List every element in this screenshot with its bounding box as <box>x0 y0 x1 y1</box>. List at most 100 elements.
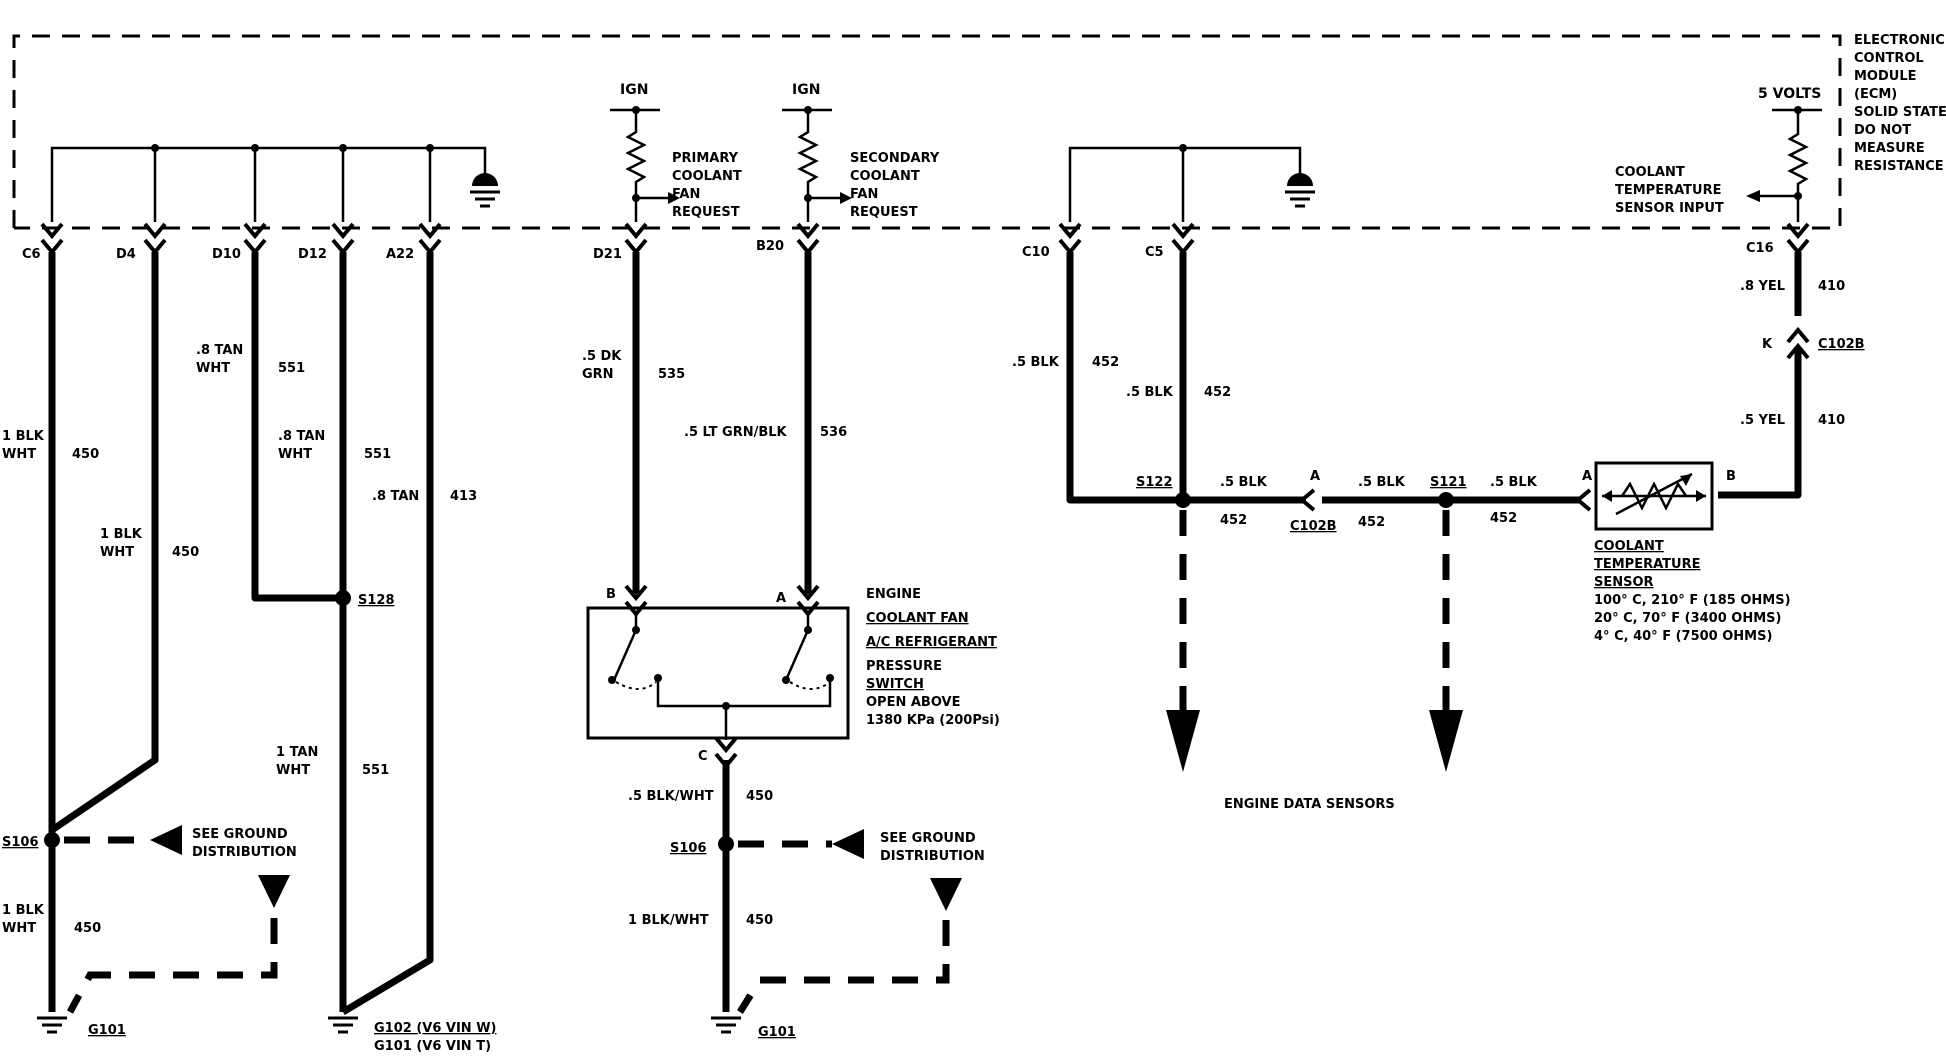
ecm-boundary <box>12 34 1842 230</box>
pin-labels: C6 D4 D10 D12 A22 D21 B20 C10 C5 C16 <box>22 239 1774 262</box>
svg-text:FAN: FAN <box>672 187 700 202</box>
svg-text:1380 KPa (200Psi): 1380 KPa (200Psi) <box>866 713 1000 728</box>
ign-primary-circuit: IGN <box>610 82 680 222</box>
svg-text:450: 450 <box>74 921 101 936</box>
svg-text:ELECTRONIC: ELECTRONIC <box>1854 33 1945 48</box>
svg-text:A: A <box>1310 469 1320 484</box>
svg-text:COOLANT: COOLANT <box>1615 165 1685 180</box>
svg-text:413: 413 <box>450 489 477 504</box>
svg-text:DISTRIBUTION: DISTRIBUTION <box>192 845 297 860</box>
svg-text:452: 452 <box>1092 355 1119 370</box>
splice-s122-dot <box>1175 492 1191 508</box>
splice-s121-dot <box>1438 492 1454 508</box>
svg-text:452: 452 <box>1204 385 1231 400</box>
svg-text:.5 BLK: .5 BLK <box>1220 475 1268 490</box>
svg-text:DO NOT: DO NOT <box>1854 123 1911 138</box>
svg-text:COOLANT: COOLANT <box>672 169 742 184</box>
svg-text:G101: G101 <box>88 1023 126 1038</box>
svg-text:536: 536 <box>820 425 847 440</box>
svg-text:CONTROL: CONTROL <box>1854 51 1924 66</box>
svg-text:1 BLK: 1 BLK <box>2 429 45 444</box>
svg-text:WHT: WHT <box>276 763 310 778</box>
fan-switch-box <box>586 606 850 740</box>
svg-text:410: 410 <box>1818 413 1845 428</box>
svg-text:ENGINE DATA SENSORS: ENGINE DATA SENSORS <box>1224 797 1395 812</box>
svg-text:.8 TAN: .8 TAN <box>278 429 325 444</box>
svg-text:DISTRIBUTION: DISTRIBUTION <box>880 849 985 864</box>
svg-text:K: K <box>1762 337 1773 352</box>
svg-text:450: 450 <box>72 447 99 462</box>
svg-text:G101: G101 <box>758 1025 796 1040</box>
svg-text:B: B <box>1726 469 1736 484</box>
svg-text:1 BLK: 1 BLK <box>2 903 45 918</box>
svg-text:A22: A22 <box>386 247 414 262</box>
svg-text:410: 410 <box>1818 279 1845 294</box>
svg-text:452: 452 <box>1220 513 1247 528</box>
ground-g101-mid-icon <box>709 1016 743 1034</box>
svg-text:S128: S128 <box>358 593 395 608</box>
middle-wire-labels: .5 DK GRN 535 .5 LT GRN/BLK 536 .5 BLK/W… <box>582 349 985 1040</box>
svg-text:WHT: WHT <box>196 361 230 376</box>
svg-text:REQUEST: REQUEST <box>850 205 918 220</box>
ecm-secondary-label: SECONDARY COOLANT FAN REQUEST <box>850 151 940 220</box>
svg-text:(ECM): (ECM) <box>1854 87 1897 102</box>
svg-text:SENSOR INPUT: SENSOR INPUT <box>1615 201 1724 216</box>
svg-text:D10: D10 <box>212 247 241 262</box>
left-wire-labels: 1 BLK WHT 450 1 BLK WHT 450 .8 TAN WHT 5… <box>2 343 477 936</box>
svg-text:A: A <box>776 591 786 606</box>
right-wiring <box>1066 252 1810 772</box>
svg-text:551: 551 <box>364 447 391 462</box>
svg-text:.5 DK: .5 DK <box>582 349 622 364</box>
coolant-sensor-label: COOLANT TEMPERATURE SENSOR 100° C, 210° … <box>1594 539 1791 644</box>
svg-text:.5 YEL: .5 YEL <box>1740 413 1785 428</box>
svg-text:OPEN ABOVE: OPEN ABOVE <box>866 695 960 710</box>
svg-text:IGN: IGN <box>620 82 648 98</box>
splice-s128-dot <box>335 590 351 606</box>
svg-text:C102B: C102B <box>1290 519 1337 534</box>
svg-text:GRN: GRN <box>582 367 614 382</box>
ecm-ground-icon-right <box>1283 190 1317 208</box>
svg-text:100° C, 210° F (185 OHMS): 100° C, 210° F (185 OHMS) <box>1594 593 1791 608</box>
ecm-ground-bus-right <box>1068 144 1317 222</box>
svg-text:C5: C5 <box>1145 245 1164 260</box>
svg-text:B20: B20 <box>756 239 784 254</box>
svg-text:452: 452 <box>1358 515 1385 530</box>
svg-text:D4: D4 <box>116 247 136 262</box>
ground-g101-left-icon <box>35 1016 69 1034</box>
svg-text:PRIMARY: PRIMARY <box>672 151 739 166</box>
svg-text:.8 TAN: .8 TAN <box>196 343 243 358</box>
svg-text:1 BLK: 1 BLK <box>100 527 143 542</box>
svg-text:D21: D21 <box>593 247 622 262</box>
svg-text:535: 535 <box>658 367 685 382</box>
coolant-sensor-box <box>1594 461 1714 531</box>
svg-text:SWITCH: SWITCH <box>866 677 924 692</box>
svg-text:.8 TAN: .8 TAN <box>372 489 419 504</box>
svg-text:FAN: FAN <box>850 187 878 202</box>
svg-text:.5 BLK: .5 BLK <box>1358 475 1406 490</box>
ground-g102-icon <box>326 1016 360 1034</box>
middle-wiring <box>624 252 962 1014</box>
svg-text:WHT: WHT <box>100 545 134 560</box>
svg-text:REQUEST: REQUEST <box>672 205 740 220</box>
left-wiring <box>44 252 434 1016</box>
svg-text:C16: C16 <box>1746 241 1774 256</box>
svg-text:S106: S106 <box>2 835 39 850</box>
svg-text:.5 BLK: .5 BLK <box>1126 385 1174 400</box>
svg-text:.5 BLK/WHT: .5 BLK/WHT <box>628 789 714 804</box>
svg-text:COOLANT: COOLANT <box>850 169 920 184</box>
svg-text:C102B: C102B <box>1818 337 1865 352</box>
splice-s106-left-dot <box>44 832 60 848</box>
svg-text:5 VOLTS: 5 VOLTS <box>1758 86 1821 102</box>
svg-text:1 TAN: 1 TAN <box>276 745 318 760</box>
svg-text:MODULE: MODULE <box>1854 69 1917 84</box>
svg-text:PRESSURE: PRESSURE <box>866 659 942 674</box>
five-volt-circuit: 5 VOLTS <box>1746 86 1822 222</box>
svg-text:450: 450 <box>172 545 199 560</box>
svg-text:COOLANT FAN: COOLANT FAN <box>866 611 969 626</box>
svg-text:4° C, 40° F (7500 OHMS): 4° C, 40° F (7500 OHMS) <box>1594 629 1772 644</box>
svg-text:.5 BLK: .5 BLK <box>1012 355 1060 370</box>
svg-text:SECONDARY: SECONDARY <box>850 151 940 166</box>
svg-text:20° C, 70° F (3400 OHMS): 20° C, 70° F (3400 OHMS) <box>1594 611 1781 626</box>
svg-text:WHT: WHT <box>278 447 312 462</box>
svg-text:COOLANT: COOLANT <box>1594 539 1664 554</box>
